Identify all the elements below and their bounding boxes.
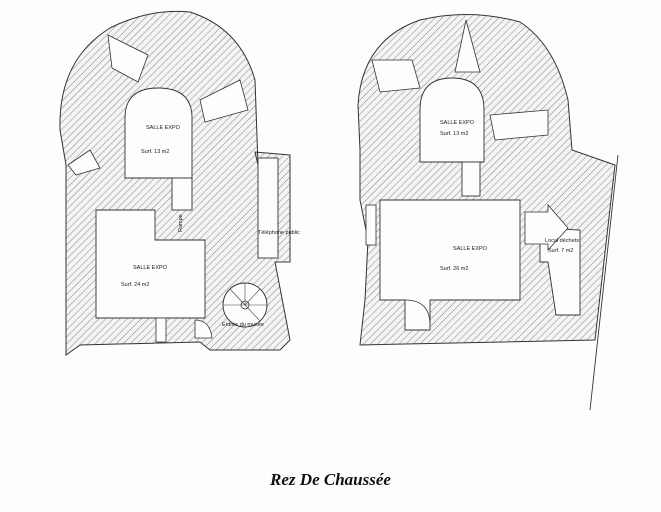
left-window-nw <box>107 34 149 83</box>
right-main-room-area: Surf. 26 m2 <box>440 266 468 272</box>
left-plan: SALLE EXPO Surf. 13 m2 SALLE EXPO Surf. … <box>59 10 300 356</box>
right-boundary-line <box>589 154 619 411</box>
plan-title: Rez De Chaussée <box>270 470 391 489</box>
left-window-w <box>67 149 101 176</box>
right-storage-area: Surf. 7 m2 <box>548 248 573 254</box>
left-spiral-stair <box>222 282 268 328</box>
right-upper-room <box>419 77 485 163</box>
left-main-room-area: Surf. 24 m2 <box>121 282 149 288</box>
left-phone-booth <box>257 157 279 259</box>
left-main-room-name: SALLE EXPO <box>133 265 168 271</box>
right-main-room <box>379 199 521 331</box>
right-turret <box>454 19 481 73</box>
left-upper-room <box>124 87 193 179</box>
left-upper-room-area: Surf. 13 m2 <box>141 149 169 155</box>
left-door-arc <box>194 319 213 339</box>
left-main-room <box>95 209 206 319</box>
right-door-arc <box>404 299 431 326</box>
right-upper-room-area: Surf. 13 m2 <box>440 131 468 137</box>
right-upper-room-name: SALLE EXPO <box>440 120 475 126</box>
right-main-room-name: SALLE EXPO <box>453 246 488 252</box>
right-corridor <box>461 161 481 197</box>
right-storage-name: Local déchets <box>545 238 579 244</box>
right-window-e <box>489 109 549 141</box>
right-plan: SALLE EXPO Surf. 13 m2 SALLE EXPO Surf. … <box>357 13 619 411</box>
right-opening-arrow <box>524 203 569 252</box>
right-storage-room <box>539 227 581 316</box>
left-bottom-niche <box>155 317 167 343</box>
left-ramp-label: Rampe <box>178 214 184 232</box>
left-upper-room-name: SALLE EXPO <box>146 125 181 131</box>
left-stair-label: Entrée du musée <box>222 322 264 328</box>
left-corridor <box>171 177 193 211</box>
right-window-nw <box>371 59 421 93</box>
left-phone-label: Téléphone public <box>258 230 300 236</box>
left-window-ne <box>199 79 249 123</box>
right-west-door <box>365 204 377 246</box>
